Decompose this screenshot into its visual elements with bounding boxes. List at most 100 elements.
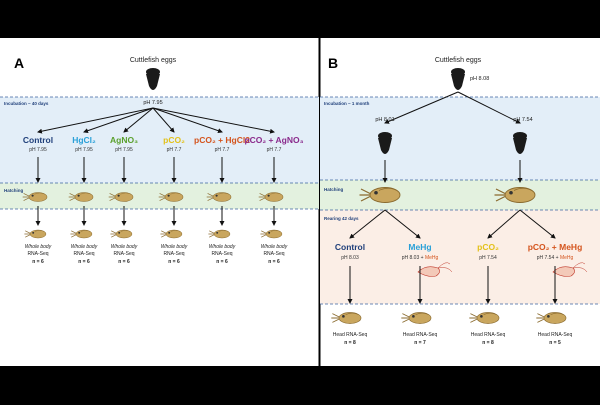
sample-label: Whole body [161,244,188,250]
group-ph: pH 7.7 [215,147,230,153]
group-ph: pH 7.95 [75,147,93,153]
sample-method: RNA-Seq [263,251,284,257]
group-ph: pH 7.7 [167,147,182,153]
branch-arrow [519,209,556,239]
group-treatment: MeHg [560,255,574,261]
shrimp-icon [552,262,588,277]
branch-arrow [349,209,386,239]
egg-icon-b-left [378,132,392,154]
sample-n: n = 6 [118,259,130,265]
egg-icon-b-right [513,132,527,154]
sample-n: n = 8 [344,340,356,346]
root-ph-b: pH 8.08 [470,76,489,82]
sample-n: n = 6 [268,259,280,265]
branch-left-ph: pH 8.01 [375,117,394,123]
cuttlefish-icon [158,192,184,202]
shrimp-icon [417,262,453,277]
cuttlefish-icon [108,192,134,202]
sample-n: n = 5 [549,340,561,346]
panel-a-letter: A [14,55,24,71]
branch-arrow [152,107,175,133]
sample-label: Head RNA-Seq [333,332,368,338]
egg-icon-a [146,68,160,90]
branch-arrow [123,107,154,133]
sample-method: RNA-Seq [73,251,94,257]
incubation-band-b [320,97,600,180]
group-name: Control [335,242,365,252]
sample-label: Whole body [111,244,138,250]
root-ph-a: pH 7.95 [143,100,162,106]
cuttlefish-icon [68,192,94,202]
sample-label: Whole body [71,244,98,250]
sample-label: Head RNA-Seq [403,332,438,338]
eggs-label-a: Cuttlefish eggs [130,57,177,64]
group-name: pCO₂ [477,242,499,252]
sample-n: n = 6 [78,259,90,265]
cuttlefish-icon [359,187,401,203]
sample-n: n = 8 [482,340,494,346]
incubation-label-b: Incubation ~ 1 month [324,101,370,106]
group-ph: pH 7.54 + MeHg [537,255,574,261]
branch-arrow [37,107,154,134]
sample-label: Head RNA-Seq [538,332,573,338]
sample-method: RNA-Seq [163,251,184,257]
branch-arrow [487,209,521,239]
group-treatment: MeHg [425,255,439,261]
cuttlefish-icon [536,312,567,324]
group-ph-value: pH 8.03 + [402,255,425,261]
incubation-band-a [0,97,319,183]
branch-arrow [152,107,223,134]
cuttlefish-icon [110,229,133,239]
cuttlefish-icon [24,229,47,239]
egg-icon-b [451,68,465,90]
sample-label: Head RNA-Seq [471,332,506,338]
branch-arrow [83,107,154,134]
rearing-label-b: Rearing 42 days [324,216,359,221]
group-name: Control [23,135,53,145]
cuttlefish-icon [70,229,93,239]
branch-right-ph: pH 7.54 [513,117,532,123]
group-ph-value: pH 7.54 + [537,255,560,261]
hatching-label-b: Hatching [324,187,344,192]
incubation-label-a: Incubation ~ 40 days [4,101,49,106]
cuttlefish-icon [206,192,232,202]
cuttlefish-icon [160,229,183,239]
hatching-label-a: Hatching [4,188,24,193]
sample-method: RNA-Seq [113,251,134,257]
cuttlefish-icon [22,192,48,202]
sample-label: Whole body [209,244,236,250]
sample-n: n = 6 [216,259,228,265]
branch-arrow [384,209,421,239]
group-ph-value: pH 7.54 [479,255,497,261]
rearing-band-b [320,210,600,304]
group-ph: pH 7.54 [479,255,497,261]
group-name: HgCl₂ [72,135,96,145]
group-name: MeHg [408,242,431,252]
group-name: pCO₂ + AgNO₃ [244,135,303,145]
cuttlefish-icon [258,192,284,202]
group-name: pCO₂ + MeHg [528,242,583,252]
sample-label: Whole body [261,244,288,250]
group-ph: pH 8.03 [341,255,359,261]
cuttlefish-icon [260,229,283,239]
eggs-label-b: Cuttlefish eggs [435,57,482,64]
group-name: pCO₂ [163,135,185,145]
group-name: pCO₂ + HgCl2 [194,135,250,145]
group-name: AgNO₃ [110,135,138,145]
group-ph: pH 8.03 + MeHg [402,255,439,261]
group-ph: pH 7.95 [115,147,133,153]
sample-n: n = 6 [168,259,180,265]
cuttlefish-icon [469,312,500,324]
sample-method: RNA-Seq [27,251,48,257]
group-ph-value: pH 8.03 [341,255,359,261]
